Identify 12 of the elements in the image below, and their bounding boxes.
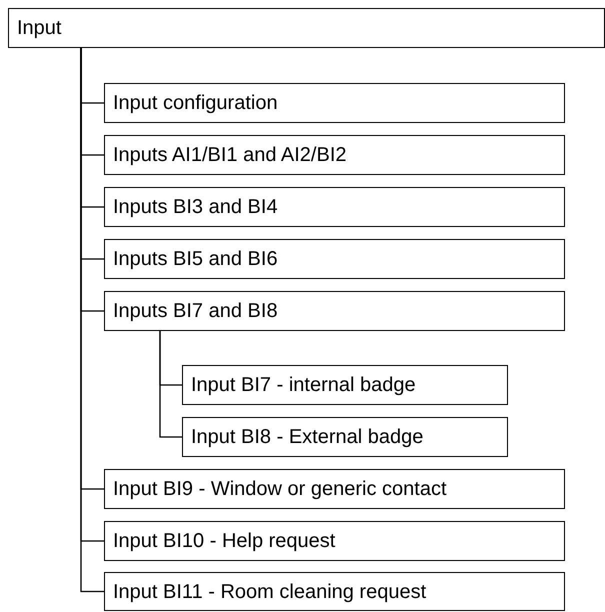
tree-node-box: Inputs BI5 and BI6 xyxy=(104,239,565,279)
tree-node-box: Input BI11 - Room cleaning request xyxy=(104,572,565,611)
tree-node-box: Inputs AI1/BI1 and AI2/BI2 xyxy=(104,135,565,175)
tree-node-box: Input BI10 - Help request xyxy=(104,521,565,561)
tree-node-box: Input BI7 - internal badge xyxy=(182,365,508,405)
tree-node-box: Input BI8 - External badge xyxy=(182,417,508,457)
tree-node-box: Input BI9 - Window or generic contact xyxy=(104,469,565,509)
connector-line xyxy=(159,331,182,438)
tree-node-box: Inputs BI3 and BI4 xyxy=(104,187,565,227)
tree-node-box: Input configuration xyxy=(104,83,565,123)
tree-node-box: Inputs BI7 and BI8 xyxy=(104,291,565,331)
tree-node-box: Input xyxy=(8,8,605,48)
